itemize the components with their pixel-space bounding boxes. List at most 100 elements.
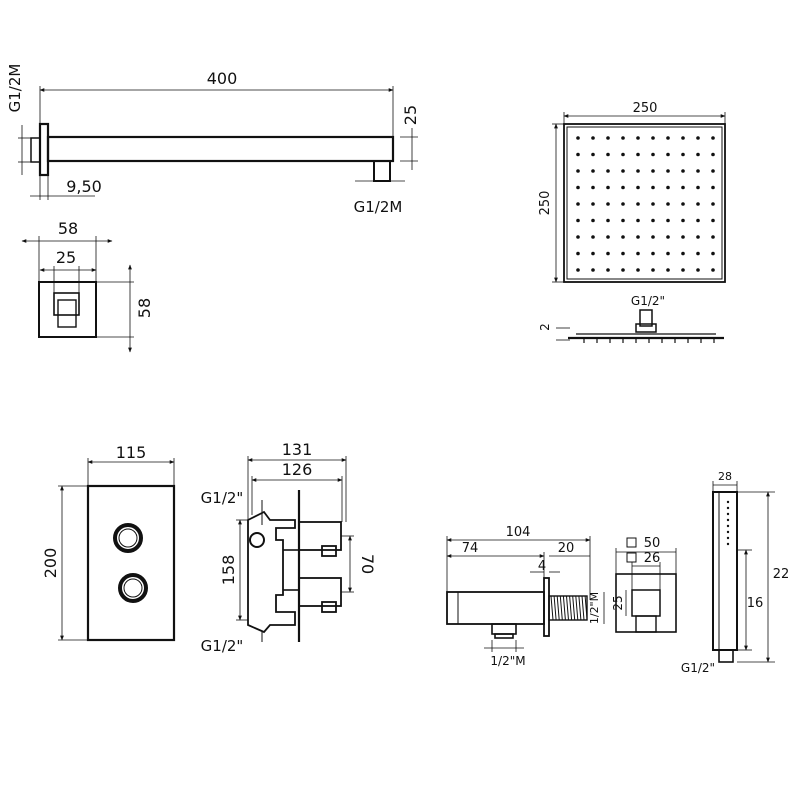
nozzle-dot xyxy=(636,185,640,190)
arm-offset-label: 9,50 xyxy=(66,177,102,196)
shower-head-nozzles xyxy=(576,136,715,272)
head-thickness-label: 2 xyxy=(538,323,552,331)
flange-drawing: 58 25 58 xyxy=(21,219,154,353)
nozzle-dot xyxy=(576,185,580,190)
nozzle-dot xyxy=(621,169,625,173)
outlet-thread-vertical-label: 1/2"M xyxy=(588,592,601,624)
nozzle-dot xyxy=(711,251,715,256)
wall-outlet-drawing: 104 74 20 4 1/2"M 1/2"M xyxy=(446,525,605,668)
nozzle-dot xyxy=(711,185,715,190)
nozzle-dot xyxy=(576,136,580,140)
hand-width-label: 28 xyxy=(718,470,732,483)
valve-body-drawing: 131 126 158 70 G1/2" G1/2" xyxy=(201,440,377,655)
nozzle-dot xyxy=(696,169,700,173)
nozzle-dot xyxy=(591,235,595,239)
valve-depth-inner-label: 126 xyxy=(282,460,313,479)
nozzle-dot xyxy=(621,268,625,272)
nozzle-dot xyxy=(666,185,670,190)
nozzle-dot xyxy=(696,136,700,140)
nozzle-dot xyxy=(621,152,625,157)
nozzle-dot xyxy=(591,251,595,256)
nozzle-dot xyxy=(591,152,595,157)
shower-arm-drawing: 400 25 G1/2M 9,50 G1/2M xyxy=(6,64,420,216)
hand-nozzle-dot xyxy=(726,542,730,546)
outlet-body-label: 74 xyxy=(462,541,479,556)
flange-height-label: 58 xyxy=(135,298,154,318)
nozzle-dot xyxy=(576,268,580,272)
nozzle-dot xyxy=(606,218,610,223)
nozzle-dot xyxy=(621,185,625,190)
hand-nozzle-dot xyxy=(726,506,730,510)
hand-nozzle-dot xyxy=(726,518,730,522)
nozzle-dot xyxy=(666,218,670,223)
nozzle-dot xyxy=(711,136,715,140)
thread-hatch-line xyxy=(562,595,566,621)
nozzle-dot xyxy=(681,268,685,272)
nozzle-dot xyxy=(591,202,595,206)
outlet-thread-size-label: 1/2"M xyxy=(490,654,525,668)
nozzle-dot xyxy=(681,136,685,140)
front-inner-label: 26 xyxy=(644,551,661,566)
nozzle-dot xyxy=(636,251,640,256)
nozzle-dot xyxy=(636,169,640,173)
nozzle-dot xyxy=(696,218,700,223)
head-thread-label: G1/2" xyxy=(631,294,665,308)
nozzle-dot xyxy=(696,235,700,239)
flange-inner-label: 25 xyxy=(56,248,76,267)
hand-nozzle-dot xyxy=(726,536,730,540)
hand-length-label: 22 xyxy=(773,567,790,582)
nozzle-dot xyxy=(681,202,685,206)
hand-nozzle-dot xyxy=(726,530,730,534)
nozzle-dot xyxy=(651,202,655,206)
nozzle-dot xyxy=(576,235,580,239)
outlet-thread-hatch xyxy=(548,595,588,621)
nozzle-dot xyxy=(636,268,640,272)
nozzle-dot xyxy=(591,136,595,140)
nozzle-dot xyxy=(576,218,580,223)
thread-hatch-line xyxy=(572,595,576,621)
nozzle-dot xyxy=(591,185,595,190)
front-outer-label: 50 xyxy=(644,536,661,551)
nozzle-dot xyxy=(651,136,655,140)
nozzle-dot xyxy=(576,169,580,173)
nozzle-dot xyxy=(606,202,610,206)
nozzle-dot xyxy=(606,235,610,239)
nozzle-dot xyxy=(651,185,655,190)
nozzle-dot xyxy=(681,251,685,256)
nozzle-dot xyxy=(606,268,610,272)
valve-depth-total-label: 131 xyxy=(282,440,313,459)
nozzle-dot xyxy=(606,169,610,173)
valve-thread-bottom-label: G1/2" xyxy=(201,637,244,655)
valve-height-label: 158 xyxy=(219,555,238,586)
nozzle-dot xyxy=(621,235,625,239)
thread-hatch-line xyxy=(559,595,563,621)
hand-shower-drawing: 28 22 16 G1/2" xyxy=(681,470,789,675)
nozzle-dot xyxy=(681,235,685,239)
flange-width-label: 58 xyxy=(58,219,78,238)
outlet-front-drawing: 50 26 25 xyxy=(611,536,677,633)
nozzle-dot xyxy=(711,152,715,157)
nozzle-dot xyxy=(696,251,700,256)
thread-hatch-line xyxy=(584,595,588,621)
nozzle-dot xyxy=(576,251,580,256)
valve-plate-drawing: 115 200 xyxy=(41,443,176,642)
thread-hatch-line xyxy=(553,595,557,621)
nozzle-dot xyxy=(651,251,655,256)
nozzle-dot xyxy=(576,152,580,157)
head-width-label: 250 xyxy=(633,101,658,116)
nozzle-dot xyxy=(606,136,610,140)
nozzle-dot xyxy=(651,169,655,173)
nozzle-dot xyxy=(606,251,610,256)
nozzle-dot xyxy=(666,235,670,239)
nozzle-dot xyxy=(651,235,655,239)
plate-width-label: 115 xyxy=(116,443,147,462)
hand-handle-label: 16 xyxy=(747,596,764,611)
nozzle-dot xyxy=(696,185,700,190)
nozzle-dot xyxy=(666,202,670,206)
nozzle-dot xyxy=(591,268,595,272)
nozzle-dot xyxy=(711,268,715,272)
nozzle-dot xyxy=(666,136,670,140)
nozzle-dot xyxy=(591,169,595,173)
nozzle-dot xyxy=(621,136,625,140)
